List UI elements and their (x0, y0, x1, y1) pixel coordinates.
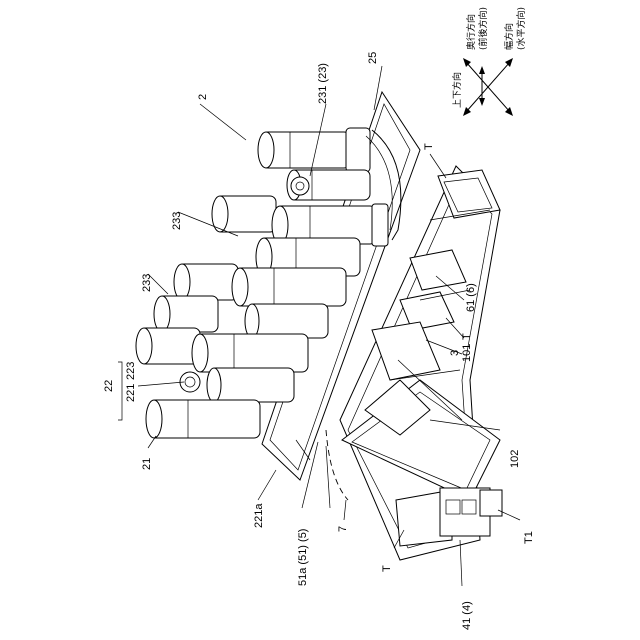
unit-T1 (480, 490, 502, 516)
canisters (136, 128, 388, 438)
label-221a: 221a (253, 503, 265, 528)
direction-compass: 上下方向 奥行方向 (前後方向) 幅方向 (水平方向) (451, 7, 527, 116)
canister (232, 268, 346, 306)
arrow-head-icon (479, 66, 485, 74)
compass-updown-label: 上下方向 (451, 72, 463, 108)
arrow-head-icon (479, 98, 485, 106)
canister (212, 196, 276, 232)
compass-depth-label-2: (前後方向) (477, 7, 489, 50)
module-61 (410, 250, 466, 290)
label-7: 7 (337, 526, 349, 532)
label-223: 223 (125, 362, 137, 380)
label-25: 25 (367, 52, 379, 64)
canister-21 (146, 400, 260, 438)
label-102: 102 (509, 450, 521, 468)
label-101: 101 (461, 344, 473, 362)
tray-102 (342, 380, 500, 500)
canister (136, 328, 200, 364)
canister (245, 304, 328, 338)
label-T-mid: T (461, 333, 473, 340)
compass-width-label-1: 幅方向 (503, 23, 515, 50)
label-T-top: T (423, 143, 435, 150)
knob (291, 177, 309, 195)
compass-width-label-2: (水平方向) (515, 7, 527, 50)
label-T1: T1 (523, 531, 535, 544)
label-T-bottom: T (381, 565, 393, 572)
label-41-4: 41 (4) (461, 601, 473, 630)
canister (207, 368, 294, 402)
label-233-left: 233 (141, 274, 153, 292)
label-22: 22 (103, 380, 115, 392)
canister (174, 264, 238, 300)
label-231-23: 231 (23) (317, 63, 329, 104)
canister (154, 296, 218, 332)
label-21: 21 (141, 458, 153, 470)
label-61-6: 61 (6) (465, 283, 477, 312)
canister (192, 334, 308, 372)
label-2: 2 (197, 94, 209, 100)
label-3: 3 (449, 350, 461, 356)
label-51a-51-5: 51a (51) (5) (297, 529, 309, 586)
label-221: 221 (125, 384, 137, 402)
bracket-22 (118, 362, 122, 420)
compass-depth-label-1: 奥行方向 (465, 14, 477, 50)
canister-231 (258, 128, 370, 172)
label-233-top: 233 (171, 212, 183, 230)
module-101 (372, 322, 440, 380)
